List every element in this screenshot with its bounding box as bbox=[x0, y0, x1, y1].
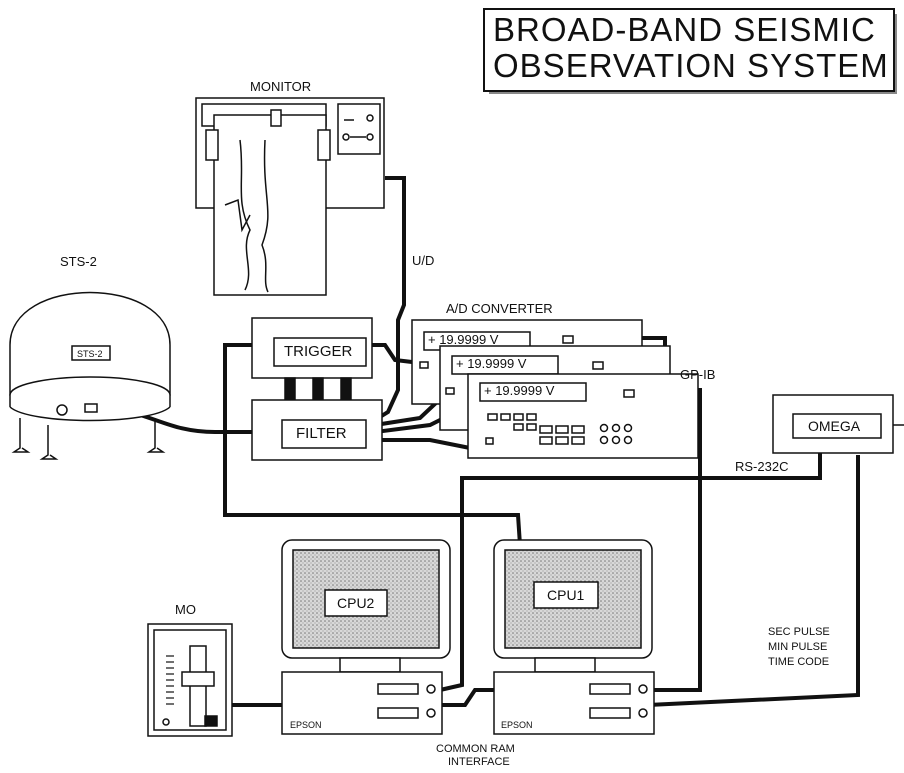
gpib-label: GP-IB bbox=[680, 367, 716, 382]
cpu1-label: CPU1 bbox=[547, 587, 585, 603]
sec-pulse-label: SEC PULSE bbox=[768, 626, 830, 638]
cable-trigger-cpu bbox=[223, 343, 522, 546]
title-line-2: OBSERVATION SYSTEM bbox=[493, 47, 889, 84]
rs232c-label: RS-232C bbox=[735, 459, 789, 474]
ad-converter-label: A/D CONVERTER bbox=[446, 301, 553, 316]
common-ram-line-1: COMMON RAM bbox=[436, 743, 515, 755]
trigger-label: TRIGGER bbox=[284, 343, 353, 360]
title-line-1: BROAD-BAND SEISMIC bbox=[493, 11, 876, 48]
sts2-label: STS-2 bbox=[60, 254, 97, 269]
ad-display-2: + 19.9999 V bbox=[456, 356, 527, 371]
sts2-seismometer bbox=[9, 291, 171, 460]
cpu2-label: CPU2 bbox=[337, 595, 375, 611]
cpu2-computer bbox=[281, 539, 451, 735]
min-pulse-label: MIN PULSE bbox=[768, 641, 828, 653]
trigger-filter-unit bbox=[251, 317, 383, 461]
mo-drive bbox=[147, 623, 233, 737]
mo-label: MO bbox=[175, 602, 196, 617]
ad-display-1: + 19.9999 V bbox=[428, 332, 499, 347]
epson-label-cpu1: EPSON bbox=[501, 720, 533, 730]
cable-time-pulse bbox=[647, 455, 860, 707]
cable-ud bbox=[373, 176, 406, 422]
cpu1-computer bbox=[493, 539, 655, 735]
sts2-badge: STS-2 bbox=[77, 349, 103, 359]
cable-common-ram bbox=[440, 688, 500, 707]
omega-receiver bbox=[772, 394, 894, 454]
epson-label-cpu2: EPSON bbox=[290, 720, 322, 730]
common-ram-line-2: INTERFACE bbox=[448, 756, 510, 768]
ud-label: U/D bbox=[412, 253, 435, 268]
cable-rs232c bbox=[439, 448, 822, 692]
title-box: BROAD-BAND SEISMIC OBSERVATION SYSTEM bbox=[483, 8, 895, 92]
monitor-device bbox=[195, 97, 385, 296]
monitor-label: MONITOR bbox=[250, 79, 312, 94]
ad-converter-stack bbox=[411, 319, 699, 459]
time-code-label: TIME CODE bbox=[768, 656, 830, 668]
omega-label: OMEGA bbox=[808, 418, 861, 434]
filter-label: FILTER bbox=[296, 425, 347, 442]
ad-display-3: + 19.9999 V bbox=[484, 383, 555, 398]
